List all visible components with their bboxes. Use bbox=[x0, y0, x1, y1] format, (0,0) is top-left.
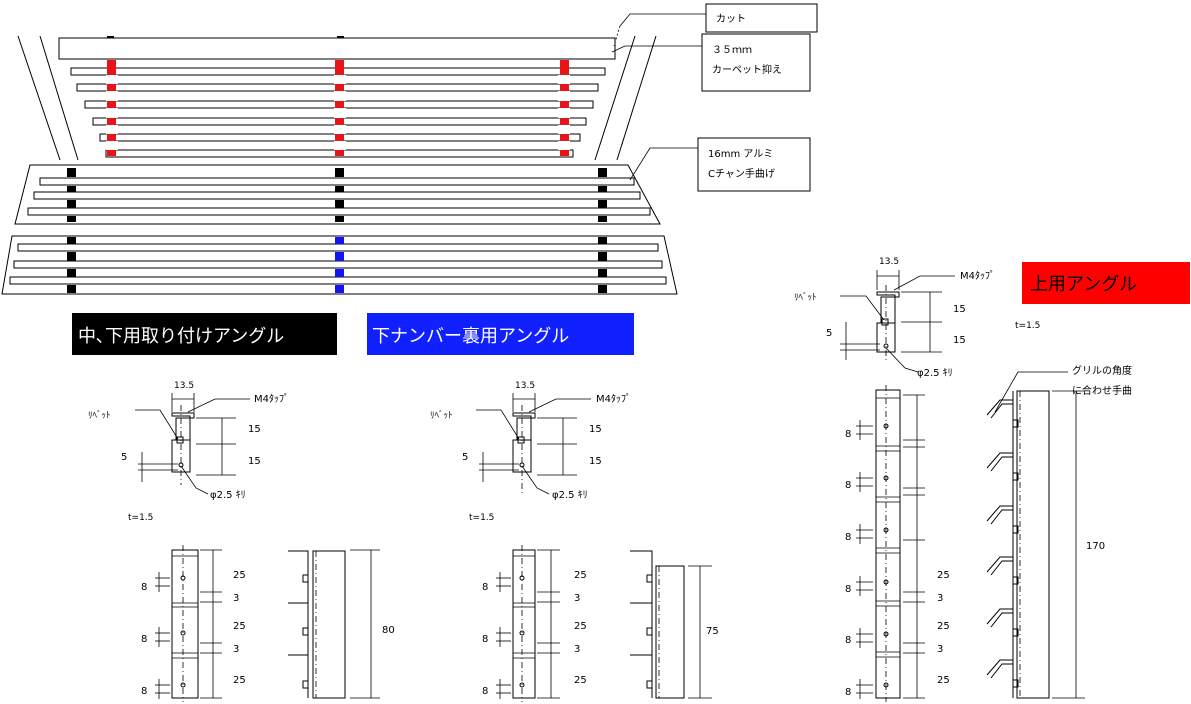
svg-text:3: 3 bbox=[574, 593, 580, 604]
svg-text:5: 5 bbox=[462, 452, 468, 463]
svg-text:φ2.5 ｷﾘ: φ2.5 ｷﾘ bbox=[552, 490, 588, 501]
svg-text:25: 25 bbox=[574, 675, 587, 686]
banner-mid-lower: 中､下用取り付けアングル bbox=[72, 313, 337, 355]
svg-text:5: 5 bbox=[826, 328, 832, 339]
svg-text:中､下用取り付けアングル: 中､下用取り付けアングル bbox=[78, 326, 284, 347]
svg-text:5: 5 bbox=[121, 452, 127, 463]
angle-detail-mid-lower: 13.5 M4ﾀｯﾌﾟ ﾘﾍﾞｯﾄ 5 15 15 φ2.5 ｷﾘ t=1.5 bbox=[88, 381, 395, 702]
svg-text:15: 15 bbox=[953, 304, 966, 315]
svg-text:15: 15 bbox=[589, 456, 602, 467]
angle-detail-under-number: 13.5 M4ﾀｯﾌﾟ ﾘﾍﾞｯﾄ 5 15 15 φ2.5 ｷﾘ t=1.5 … bbox=[430, 381, 719, 702]
middle-angle-markers bbox=[67, 168, 607, 222]
svg-text:8: 8 bbox=[482, 634, 488, 645]
svg-text:8: 8 bbox=[141, 634, 147, 645]
svg-text:13.5: 13.5 bbox=[879, 257, 899, 267]
svg-text:3: 3 bbox=[937, 644, 943, 655]
callout-carpet: ３５ｍｍ カーペット抑え bbox=[611, 33, 811, 92]
svg-text:Cチャン手曲げ: Cチャン手曲げ bbox=[708, 167, 775, 180]
svg-text:25: 25 bbox=[937, 621, 950, 632]
svg-text:3: 3 bbox=[233, 593, 239, 604]
svg-text:15: 15 bbox=[248, 456, 261, 467]
top-cut-bar bbox=[58, 37, 616, 60]
svg-text:ﾘﾍﾞｯﾄ: ﾘﾍﾞｯﾄ bbox=[88, 410, 111, 421]
svg-text:カット: カット bbox=[716, 13, 746, 25]
grille-front-view bbox=[1, 35, 678, 295]
svg-text:13.5: 13.5 bbox=[515, 381, 535, 391]
svg-text:75: 75 bbox=[706, 626, 719, 637]
svg-text:M4ﾀｯﾌﾟ: M4ﾀｯﾌﾟ bbox=[960, 270, 995, 282]
svg-text:M4ﾀｯﾌﾟ: M4ﾀｯﾌﾟ bbox=[254, 393, 289, 405]
svg-text:25: 25 bbox=[233, 570, 246, 581]
svg-text:25: 25 bbox=[937, 570, 950, 581]
svg-text:8: 8 bbox=[141, 686, 147, 697]
svg-text:15: 15 bbox=[589, 424, 602, 435]
number-plate-angle-markers bbox=[335, 237, 344, 293]
svg-text:8: 8 bbox=[845, 687, 851, 698]
svg-text:25: 25 bbox=[233, 675, 246, 686]
svg-text:8: 8 bbox=[141, 582, 147, 593]
callout-cut: カット bbox=[613, 3, 818, 47]
svg-text:8: 8 bbox=[845, 480, 851, 491]
svg-text:t=1.5: t=1.5 bbox=[469, 513, 494, 523]
svg-text:φ2.5 ｷﾘ: φ2.5 ｷﾘ bbox=[210, 490, 246, 501]
svg-text:グリルの角度: グリルの角度 bbox=[1072, 364, 1132, 377]
svg-text:下ナンバー裏用アングル: 下ナンバー裏用アングル bbox=[372, 326, 569, 347]
svg-text:170: 170 bbox=[1086, 541, 1105, 552]
svg-text:15: 15 bbox=[248, 424, 261, 435]
svg-text:3: 3 bbox=[233, 644, 239, 655]
svg-text:t=1.5: t=1.5 bbox=[1015, 321, 1040, 331]
svg-text:8: 8 bbox=[845, 429, 851, 440]
svg-text:25: 25 bbox=[574, 621, 587, 632]
svg-text:カーペット抑え: カーペット抑え bbox=[712, 64, 782, 76]
svg-text:16mm アルミ: 16mm アルミ bbox=[708, 149, 773, 160]
svg-text:8: 8 bbox=[482, 582, 488, 593]
svg-text:ﾘﾍﾞｯﾄ: ﾘﾍﾞｯﾄ bbox=[794, 292, 817, 303]
svg-text:25: 25 bbox=[937, 675, 950, 686]
svg-text:8: 8 bbox=[845, 532, 851, 543]
svg-text:8: 8 bbox=[845, 635, 851, 646]
svg-text:に合わせ手曲: に合わせ手曲 bbox=[1072, 384, 1132, 397]
svg-text:80: 80 bbox=[382, 625, 395, 636]
svg-text:M4ﾀｯﾌﾟ: M4ﾀｯﾌﾟ bbox=[596, 393, 631, 405]
svg-text:ﾘﾍﾞｯﾄ: ﾘﾍﾞｯﾄ bbox=[430, 410, 453, 421]
angle-detail-upper: 13.5 M4ﾀｯﾌﾟ ﾘﾍﾞｯﾄ 5 15 15 φ2.5 ｷﾘ t=1.5 bbox=[794, 257, 1132, 702]
callout-channel: 16mm アルミ Cチャン手曲げ bbox=[629, 137, 811, 192]
svg-text:13.5: 13.5 bbox=[174, 381, 194, 391]
svg-text:t=1.5: t=1.5 bbox=[128, 513, 153, 523]
svg-text:上用アングル: 上用アングル bbox=[1030, 274, 1137, 295]
banner-under-number: 下ナンバー裏用アングル bbox=[367, 313, 634, 355]
svg-text:25: 25 bbox=[233, 621, 246, 632]
svg-text:8: 8 bbox=[482, 686, 488, 697]
svg-text:3: 3 bbox=[574, 644, 580, 655]
svg-text:３５ｍｍ: ３５ｍｍ bbox=[712, 45, 752, 56]
svg-text:8: 8 bbox=[845, 584, 851, 595]
svg-text:15: 15 bbox=[953, 335, 966, 346]
svg-text:3: 3 bbox=[937, 593, 943, 604]
svg-text:φ2.5 ｷﾘ: φ2.5 ｷﾘ bbox=[917, 368, 953, 379]
banner-upper: 上用アングル bbox=[1022, 262, 1190, 304]
svg-text:25: 25 bbox=[574, 570, 587, 581]
